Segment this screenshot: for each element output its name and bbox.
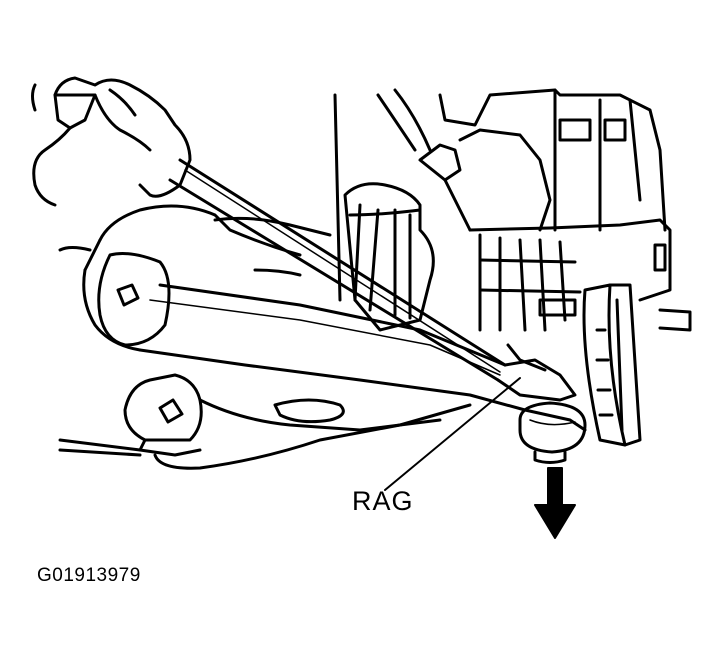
hand-icon [31,76,192,207]
rag-leader-line [384,377,521,491]
brake-rotor [582,283,642,447]
figure-id: G01913979 [37,565,141,586]
boot-bellows [343,182,435,332]
crossmember-outline [58,216,472,470]
wrench-bar [168,158,577,402]
rag-label: RAG [352,486,414,516]
mount-bracket [123,373,442,457]
ball-joint [518,401,587,464]
brake-caliper-assembly [333,88,692,332]
lower-control-arm [82,204,587,432]
down-arrow-icon [534,467,576,539]
